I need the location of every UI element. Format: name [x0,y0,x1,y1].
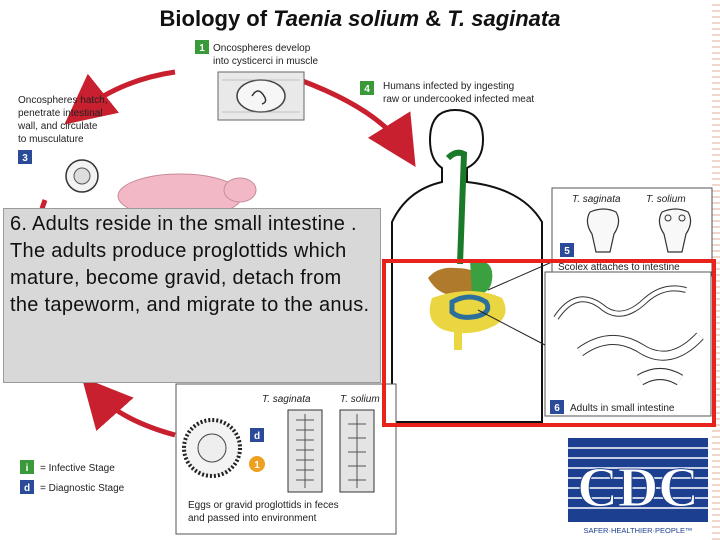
cysticercus-figure [217,71,305,121]
title-prefix: Biology of [159,6,274,31]
cdc-logo: CDC SAFER·HEALTHIER·PEOPLE™ [568,438,708,535]
scolex-species-1: T. saginata [572,194,621,205]
step-5-number: 5 [564,246,570,257]
callout-text-box: 6. Adults reside in the small intestine … [3,208,381,383]
step-6-text: Adults in small intestine [570,403,675,414]
step-4-badge: 4 [360,81,374,95]
cycle-arrow-bottom-left [81,377,176,438]
eggs-species-2: T. solium [340,394,380,405]
adults-pointer-line [477,309,546,346]
title-species-1: Taenia solium [273,6,420,31]
eggs-species-1: T. saginata [262,394,311,405]
step-4-text-2: raw or undercooked infected meat [383,94,534,105]
human-figure [391,108,543,423]
oncosphere-figure [65,159,99,193]
step-1-text-2: into cysticerci in muscle [213,56,318,67]
adults-highlight-box [382,259,716,427]
step-3-text-3: wall, and circulate [17,121,98,132]
legend-diagnostic-symbol: d [24,483,30,494]
step-3-badge: 3 [18,150,32,164]
legend-infective-symbol: i [26,463,29,474]
step-1-number: 1 [199,43,205,54]
cdc-logo-text: CDC [577,457,698,519]
legend-infective-text: = Infective Stage [40,463,115,474]
cycle-arrow-top [64,69,176,125]
step-3-text-4: to musculature [18,134,84,145]
scolex-species-2: T. solium [646,194,686,205]
eggs-panel: T. saginata T. solium d 1 Eggs or gravid… [175,383,397,535]
slide-title: Biology of Taenia solium & T. saginata [0,6,720,32]
cdc-tagline: SAFER·HEALTHIER·PEOPLE™ [583,526,692,535]
step-3-text-1: Oncospheres hatch, [18,95,108,106]
eggs-text-1: Eggs or gravid proglottids in feces [188,500,339,511]
legend: i = Infective Stage d = Diagnostic Stage [20,460,125,494]
eggs-text-2: and passed into environment [188,513,317,524]
step-3-text-2: penetrate intestinal [18,108,103,119]
scolex-pointer-line [487,261,553,291]
title-species-2: T. saginata [447,6,561,31]
eggs-step-number: 1 [254,460,260,471]
step-1-text-1: Oncospheres develop [213,43,311,54]
step-6-number: 6 [554,403,560,414]
step-4-text-1: Humans infected by ingesting [383,81,514,92]
step-1-badge: 1 [195,40,209,54]
step-3-number: 3 [22,153,28,164]
eggs-diagnostic-badge: d [254,431,260,442]
title-middle: & [419,6,448,31]
adults-panel: 6 Adults in small intestine [544,271,712,417]
step-5-text: Scolex attaches to intestine [558,262,680,273]
cycle-arrow-right [299,77,416,167]
legend-diagnostic-text: = Diagnostic Stage [40,483,125,494]
step-4-number: 4 [364,84,370,95]
slide-border-decoration [712,0,720,540]
